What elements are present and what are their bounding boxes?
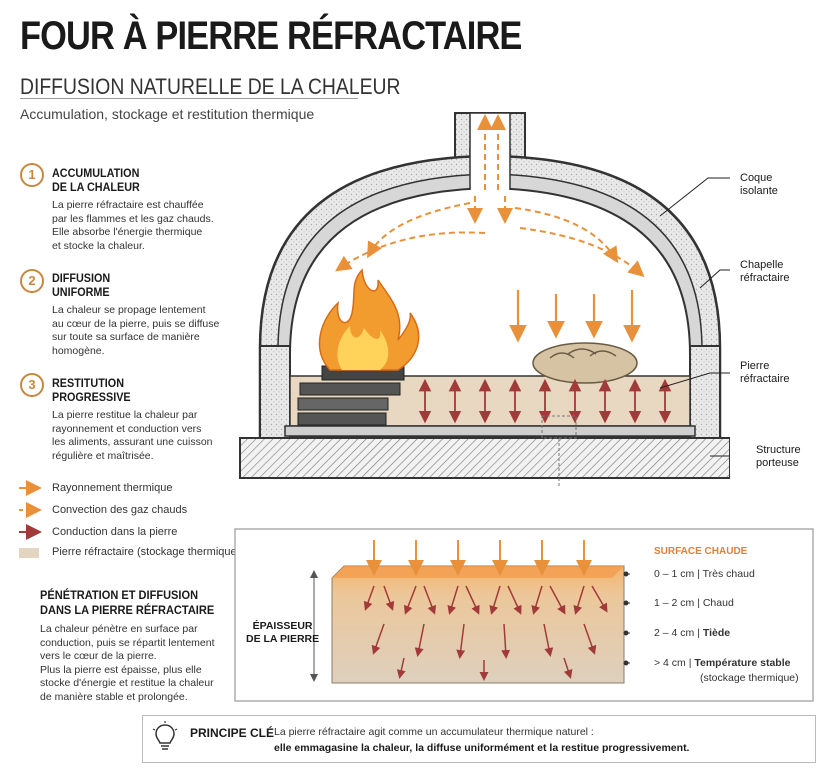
layer-4-desc: Température stable bbox=[694, 657, 791, 669]
layer-2-depth: 1 – 2 cm bbox=[654, 597, 695, 609]
legend-conduction-label: Conduction dans la pierre bbox=[52, 526, 178, 538]
page-tagline: Accumulation, stockage et restitution th… bbox=[20, 106, 315, 122]
surface-hot-label: SURFACE CHAUDE bbox=[654, 546, 748, 557]
layer-1-label: 0 – 1 cm | Très chaud bbox=[654, 568, 755, 580]
layer-3-label: 2 – 4 cm | Tiède bbox=[654, 627, 731, 639]
callout-coque: Coque isolante bbox=[740, 172, 778, 197]
step-1: 1 bbox=[20, 163, 44, 187]
layer-2-label: 1 – 2 cm | Chaud bbox=[654, 597, 734, 609]
lightbulb-icon bbox=[152, 721, 178, 750]
callout-leaders bbox=[659, 177, 730, 457]
step-2: 2 bbox=[20, 269, 44, 293]
layer-1-depth: 0 – 1 cm bbox=[654, 568, 695, 580]
layer-ticks bbox=[623, 571, 630, 666]
layer-4-depth: > 4 cm bbox=[654, 657, 686, 669]
principle-line-1: La pierre réfractaire agit comme un accu… bbox=[274, 726, 594, 738]
key-principle-box bbox=[142, 715, 816, 763]
bread-icon bbox=[532, 342, 638, 384]
penetration-text: La chaleur pénètre en surface par conduc… bbox=[40, 623, 215, 703]
callout-structure: Structure porteuse bbox=[756, 444, 801, 469]
step-1-number-icon: 1 bbox=[20, 163, 44, 187]
stone-cross-section bbox=[331, 565, 625, 684]
legend-stone-label: Pierre réfractaire (stockage thermique) bbox=[52, 546, 241, 558]
page-title: FOUR À PIERRE RÉFRACTAIRE bbox=[20, 14, 522, 58]
legend-convection-label: Convection des gaz chauds bbox=[52, 504, 188, 516]
thickness-label: ÉPAISSEUR DE LA PIERRE bbox=[246, 620, 320, 645]
step-3-number-icon: 3 bbox=[20, 373, 44, 397]
step-3: 3 bbox=[20, 373, 44, 397]
layer-2-desc: Chaud bbox=[702, 597, 734, 609]
stone-swatch-icon bbox=[19, 548, 39, 558]
layer-4-extra: (stockage thermique) bbox=[700, 672, 799, 684]
conduction-arrows bbox=[418, 378, 672, 424]
layer-1-desc: Très chaud bbox=[702, 568, 755, 580]
radiation-arrows bbox=[509, 290, 641, 343]
stone-detail-panel bbox=[234, 528, 814, 702]
surface-heat-arrows bbox=[366, 540, 592, 576]
subtitle-divider bbox=[20, 98, 358, 99]
legend-icons bbox=[19, 480, 42, 558]
layer-4-label: > 4 cm | Température stable bbox=[654, 657, 791, 669]
callout-pierre: Pierre réfractaire bbox=[740, 360, 790, 385]
right-wall bbox=[689, 345, 721, 439]
principle-line-2: elle emmagasine la chaleur, la diffuse u… bbox=[274, 742, 690, 754]
step-3-text: La pierre restitue la chaleur par rayonn… bbox=[52, 409, 213, 462]
penetration-title: PÉNÉTRATION ET DIFFUSION DANS LA PIERRE … bbox=[40, 588, 215, 617]
fire-icon bbox=[318, 268, 420, 371]
layer-3-desc: Tiède bbox=[702, 627, 731, 639]
step-3-title: RESTITUTION PROGRESSIVE bbox=[52, 376, 131, 404]
step-1-text: La pierre réfractaire est chauffée par l… bbox=[52, 199, 214, 252]
step-2-text: La chaleur se propage lentement au cœur … bbox=[52, 304, 220, 357]
step-2-number-icon: 2 bbox=[20, 269, 44, 293]
principle-key-label: PRINCIPE CLÉ bbox=[190, 726, 275, 740]
layer-3-depth: 2 – 4 cm bbox=[654, 627, 695, 639]
supporting-structure bbox=[239, 437, 730, 479]
left-wall bbox=[259, 345, 291, 439]
diffusion-arrows bbox=[363, 585, 608, 681]
step-2-title: DIFFUSION UNIFORME bbox=[52, 271, 111, 299]
convection-arrows bbox=[335, 114, 645, 277]
oven-illustration bbox=[239, 112, 730, 488]
page-subtitle: DIFFUSION NATURELLE DE LA CHALEUR bbox=[20, 74, 401, 99]
legend-radiation-label: Rayonnement thermique bbox=[52, 482, 173, 494]
step-1-title: ACCUMULATION DE LA CHALEUR bbox=[52, 166, 140, 194]
callout-chapelle: Chapelle réfractaire bbox=[740, 259, 790, 284]
